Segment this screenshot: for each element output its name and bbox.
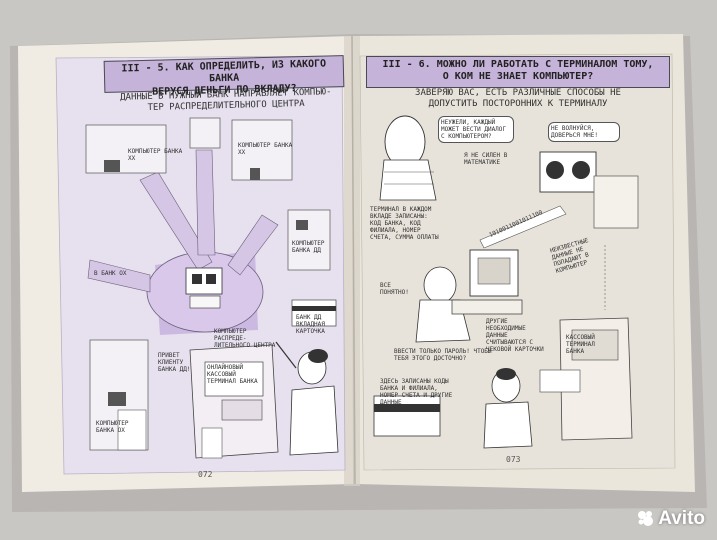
label-bank-ox: В БАНК ОХ [94, 270, 127, 277]
bubble-other-data: ДРУГИЕ НЕОБХОДИМЫЕ ДАННЫЕ СЧИТЫВАЮТСЯ С … [486, 318, 544, 353]
right-page-subtitle: ЗАВЕРЯЮ ВАС, ЕСТЬ РАЗЛИЧНЫЕ СПОСОБЫ НЕ Д… [378, 88, 658, 110]
label-computer-bank-xx-right: КОМПЬЮТЕР БАНКА ХХ [238, 142, 293, 156]
label-distribution-computer: КОМПЬЮТЕР РАСПРЕДЕ- ЛИТЕЛЬНОГО ЦЕНТРА [214, 328, 276, 349]
avito-watermark: Avito [636, 508, 705, 530]
right-page-number: 073 [506, 455, 521, 464]
label-computer-bank-ox: КОМПЬЮТЕР БАНКА ОХ [96, 420, 129, 434]
label-card: БАНК ДД ВКЛАДНАЯ КАРТОЧКА [296, 314, 325, 335]
bubble-question: НЕУЖЕЛИ, КАЖДЫЙ МОЖЕТ ВЕСТИ ДИАЛОГ С КОМ… [438, 116, 514, 143]
bubble-not-strong: Я НЕ СИЛЕН В МАТЕМАТИКЕ [464, 152, 508, 166]
bubble-data-list: ТЕРМИНАЛ В КАЖДОМ ВКЛАДЕ ЗАПИСАНЫ: КОД Б… [370, 206, 439, 241]
label-computer-bank-xx-left: КОМПЬЮТЕР БАНКА ХХ [128, 148, 183, 162]
right-subtitle-line-1: ЗАВЕРЯЮ ВАС, ЕСТЬ РАЗЛИЧНЫЕ СПОСОБЫ НЕ [415, 88, 621, 98]
avito-logo-icon [638, 511, 654, 526]
right-header-line-1: III - 6. МОЖНО ЛИ РАБОТАТЬ С ТЕРМИНАЛОМ … [382, 59, 654, 70]
right-subtitle-line-2: ДОПУСТИТЬ ПОСТОРОННИХ К ТЕРМИНАЛУ [428, 99, 608, 109]
right-header-line-2: О КОМ НЕ ЗНАЕТ КОМПЬЮТЕР? [442, 71, 594, 82]
bubble-understood: ВСЕ ПОНЯТНО! [380, 282, 409, 296]
label-computer-bank-dd: КОМПЬЮТЕР БАНКА ДД [292, 240, 325, 254]
bubble-codes: ЗДЕСЬ ЗАПИСАНЫ КОДЫ БАНКА И ФИЛИАЛА, НОМ… [380, 378, 453, 406]
label-atm-screen: ОНЛАЙНОВЫЙ КАССОВЫЙ ТЕРМИНАЛ БАНКА [207, 364, 258, 385]
bubble-password: ВВЕСТИ ТОЛЬКО ПАРОЛЬ! ЧТОБЫ ТЕБЯ ЭТОГО Д… [394, 348, 492, 362]
bubble-card: BANKOX ЧЕКОВАЯ КАРТОЧКА [380, 422, 431, 436]
left-page-number: 072 [198, 470, 213, 479]
label-greeting: ПРИВЕТ КЛИЕНТУ БАНКА ДД! [158, 352, 191, 373]
bubble-cash-terminal: КАССОВЫЙ ТЕРМИНАЛ БАНКА [566, 334, 595, 355]
right-page-header: III - 6. МОЖНО ЛИ РАБОТАТЬ С ТЕРМИНАЛОМ … [366, 56, 670, 88]
bubble-no-worry: НЕ ВОЛНУЙСЯ, ДОВЕРЬСЯ МНЕ! [548, 122, 620, 142]
watermark-text: Avito [658, 508, 705, 529]
